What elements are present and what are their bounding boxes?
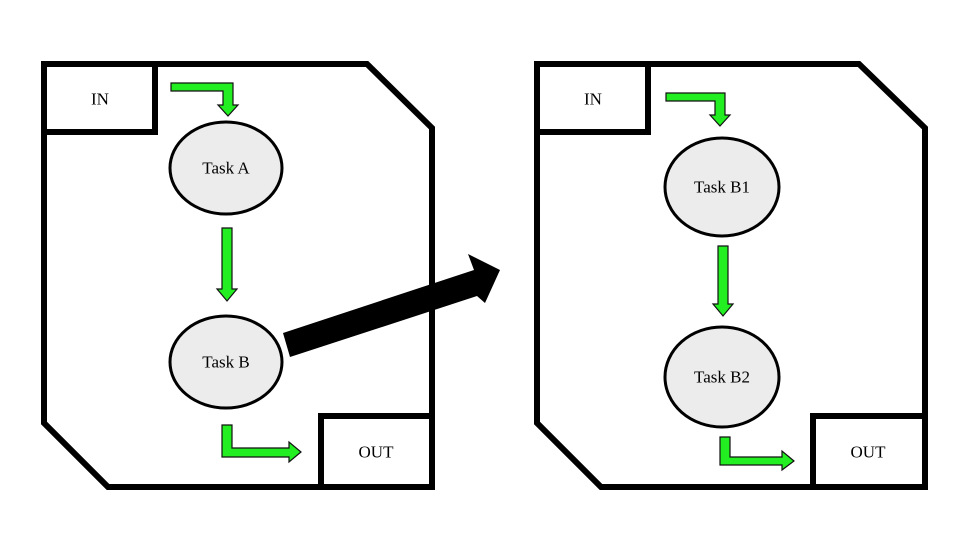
left-task-node-2 bbox=[168, 314, 284, 410]
left-task-label-2: Task B bbox=[202, 353, 249, 372]
right-in-label: IN bbox=[584, 90, 602, 109]
expand-arrow-icon bbox=[283, 254, 500, 357]
left-out-flow-arrow bbox=[221, 424, 302, 464]
right-out-box bbox=[810, 413, 928, 490]
left-task-flow-arrow bbox=[215, 227, 239, 302]
right-in-flow-arrow bbox=[665, 92, 732, 127]
right-task-flow-arrow bbox=[711, 245, 735, 317]
right-out-label: OUT bbox=[851, 443, 887, 462]
right-process: IN OUT Task B1 Task B2 bbox=[534, 61, 928, 490]
left-task-node-1 bbox=[168, 120, 284, 216]
right-task-label-2: Task B2 bbox=[694, 368, 750, 387]
left-in-flow-arrow bbox=[170, 82, 240, 117]
left-task-label-1: Task A bbox=[202, 159, 250, 178]
right-task-label-1: Task B1 bbox=[694, 178, 750, 197]
right-task-node-2 bbox=[663, 325, 781, 429]
left-out-label: OUT bbox=[359, 443, 395, 462]
right-out-flow-arrow bbox=[719, 436, 795, 472]
left-out-box bbox=[318, 413, 435, 490]
left-in-box bbox=[41, 61, 158, 135]
left-in-label: IN bbox=[91, 90, 109, 109]
right-in-box bbox=[534, 61, 651, 135]
left-process: IN OUT Task A Task B bbox=[41, 61, 435, 490]
right-task-node-1 bbox=[663, 136, 781, 238]
